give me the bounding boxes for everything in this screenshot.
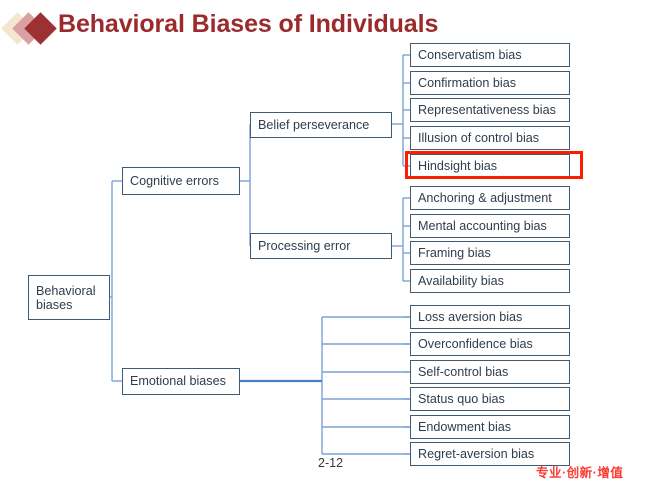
leaf-representativeness-bias[interactable]: Representativeness bias bbox=[410, 98, 570, 122]
leaf-label: Conservatism bias bbox=[418, 47, 522, 62]
leaf-label: Regret-aversion bias bbox=[418, 446, 535, 461]
leaf-hindsight-bias[interactable]: Hindsight bias bbox=[410, 154, 570, 178]
leaf-label: Illusion of control bias bbox=[418, 130, 540, 145]
leaf-framing-bias[interactable]: Framing bias bbox=[410, 241, 570, 265]
node-belief-perseverance-label: Belief perseverance bbox=[258, 117, 370, 132]
leaf-overconfidence-bias[interactable]: Overconfidence bias bbox=[410, 332, 570, 356]
leaf-confirmation-bias[interactable]: Confirmation bias bbox=[410, 71, 570, 95]
watermark-text: 专业·创新·增值 bbox=[536, 466, 624, 480]
leaf-label: Anchoring & adjustment bbox=[418, 190, 552, 205]
node-emotional-biases[interactable]: Emotional biases bbox=[122, 368, 240, 395]
hindsight-bias-highlight bbox=[405, 151, 583, 179]
leaf-label: Confirmation bias bbox=[418, 75, 516, 90]
leaf-endowment-bias[interactable]: Endowment bias bbox=[410, 415, 570, 439]
node-belief-perseverance[interactable]: Belief perseverance bbox=[250, 112, 392, 138]
leaf-label: Overconfidence bias bbox=[418, 336, 533, 351]
node-processing-error[interactable]: Processing error bbox=[250, 233, 392, 259]
leaf-conservatism-bias[interactable]: Conservatism bias bbox=[410, 43, 570, 67]
leaf-label: Status quo bias bbox=[418, 391, 505, 406]
leaf-illusion-of-control-bias[interactable]: Illusion of control bias bbox=[410, 126, 570, 150]
node-emotional-biases-label: Emotional biases bbox=[130, 374, 226, 389]
leaf-label: Framing bias bbox=[418, 245, 491, 260]
leaf-label: Loss aversion bias bbox=[418, 309, 523, 324]
page-number: 2-12 bbox=[318, 456, 344, 470]
leaf-label: Endowment bias bbox=[418, 419, 512, 434]
node-processing-error-label: Processing error bbox=[258, 238, 351, 253]
node-root-label: Behavioral biases bbox=[36, 283, 96, 312]
leaf-mental-accounting-bias[interactable]: Mental accounting bias bbox=[410, 214, 570, 238]
leaf-label: Hindsight bias bbox=[418, 158, 498, 173]
leaf-anchoring-adjustment[interactable]: Anchoring & adjustment bbox=[410, 186, 570, 210]
node-cognitive-errors-label: Cognitive errors bbox=[130, 173, 219, 188]
leaf-regret-aversion-bias[interactable]: Regret-aversion bias bbox=[410, 442, 570, 466]
title-bar: Behavioral Biases of Individuals bbox=[0, 0, 657, 48]
leaf-label: Self-control bias bbox=[418, 364, 509, 379]
leaf-status-quo-bias[interactable]: Status quo bias bbox=[410, 387, 570, 411]
leaf-loss-aversion-bias[interactable]: Loss aversion bias bbox=[410, 305, 570, 329]
node-root[interactable]: Behavioral biases bbox=[28, 275, 110, 320]
page-title: Behavioral Biases of Individuals bbox=[58, 10, 439, 38]
leaf-label: Representativeness bias bbox=[418, 102, 556, 117]
node-cognitive-errors[interactable]: Cognitive errors bbox=[122, 167, 240, 195]
leaf-availability-bias[interactable]: Availability bias bbox=[410, 269, 570, 293]
leaf-label: Availability bias bbox=[418, 273, 504, 288]
leaf-self-control-bias[interactable]: Self-control bias bbox=[410, 360, 570, 384]
leaf-label: Mental accounting bias bbox=[418, 218, 547, 233]
